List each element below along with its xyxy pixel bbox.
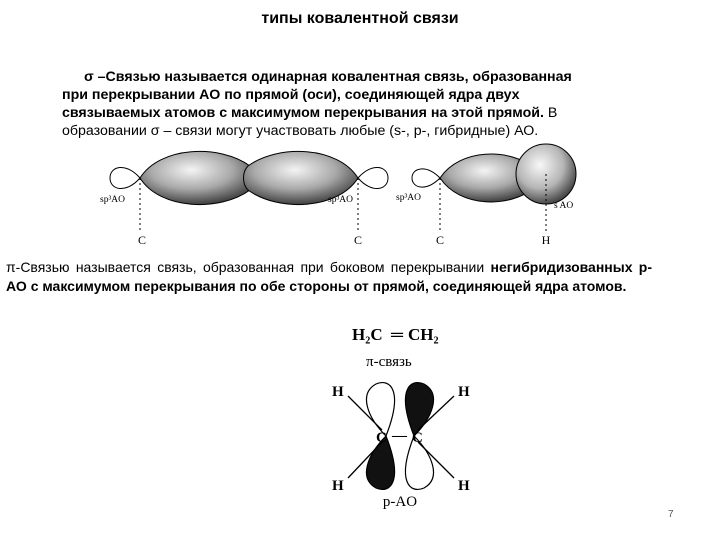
pi-bond-diagram: H₂C ═ CH₂ π-связь H H H H C — C p-	[332, 325, 470, 510]
formula-ch2: CH₂	[408, 325, 439, 344]
p-lobe-left-top	[365, 382, 396, 438]
small-back-lobe-c	[411, 168, 441, 188]
sigma-line-2: при перекрывании АО по прямой (оси), сое…	[62, 87, 520, 103]
hydrogen-bottom-right: H	[458, 478, 470, 494]
sigma-line-1: σ –Связью называется одинарная ковалентн…	[84, 69, 572, 85]
sigma-line-3: связываемых атомов с максимумом перекрыв…	[62, 104, 662, 122]
atom-c-3: C	[436, 233, 444, 247]
hydrogen-top-right: H	[458, 384, 470, 400]
c-h-bonds	[347, 395, 455, 479]
small-back-lobe-right	[357, 167, 389, 189]
ethylene-formula: H₂C ═ CH₂	[352, 325, 439, 344]
p-lobe-right-top	[404, 382, 435, 438]
p-ao-label: p-AO	[383, 494, 417, 510]
atom-c-1: C	[138, 233, 146, 247]
sp3-lobe-left	[139, 150, 255, 206]
nucleus-guides	[139, 174, 547, 232]
carbon-bond-dash: —	[391, 428, 408, 444]
sigma-definition: σ –Связью называется одинарная ковалентн…	[62, 68, 662, 140]
hydrogen-bottom-left: H	[332, 478, 344, 494]
sigma-line-3-bold: связываемых атомов с максимумом перекрыв…	[62, 105, 544, 121]
carbon-right: C	[412, 430, 423, 446]
formula-h2c: H₂C	[352, 325, 383, 344]
label-sp3-mid: sp³AO	[328, 195, 353, 205]
p-lobe-right-bottom	[404, 434, 435, 490]
hydrogen-top-left: H	[332, 384, 344, 400]
c-c-sigma-overlap	[109, 150, 389, 206]
sigma-line-4: образовании σ – связи могут участвовать …	[62, 123, 539, 139]
formula-double-bond: ═	[390, 325, 404, 344]
pi-definition: π-Связью называется связь, образованная …	[6, 258, 652, 296]
carbon-left: C	[376, 430, 387, 446]
pi-bond-label: π-связь	[366, 354, 412, 370]
p-lobe-left-bottom	[365, 434, 396, 490]
atom-c-2: C	[354, 233, 362, 247]
sigma-bond-diagram: sp³AO sp³AO sp³AO s AO C C C H	[100, 143, 577, 247]
label-s-ao: s AO	[554, 201, 573, 211]
pi-text-lead: π-Связью называется связь, образованная …	[6, 259, 485, 275]
page-number: 7	[668, 509, 674, 520]
slide-title: типы ковалентной связи	[261, 10, 459, 27]
c-h-sigma-overlap	[411, 143, 577, 205]
label-sp3-left: sp³AO	[100, 195, 125, 205]
sp3-lobe-right	[243, 150, 359, 206]
label-sp3-right: sp³AO	[396, 193, 421, 203]
atom-h: H	[542, 233, 551, 247]
small-back-lobe-left	[109, 167, 141, 189]
pi-text-rest: негибридизованных р-АО с максимумом пере…	[6, 259, 653, 294]
p-orbitals	[365, 382, 435, 490]
sigma-line-3-tail: В	[547, 105, 558, 121]
